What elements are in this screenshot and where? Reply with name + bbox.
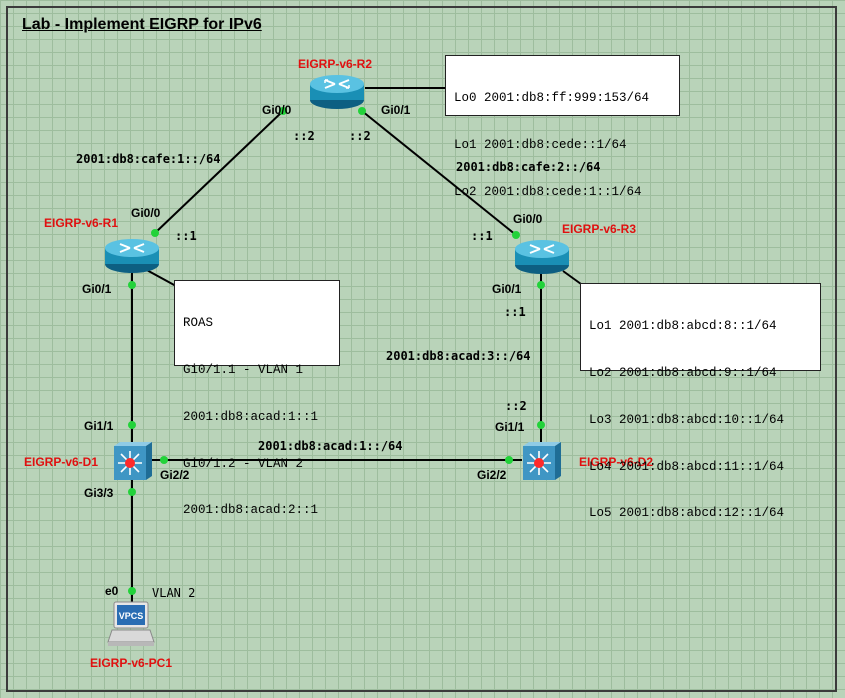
port-dot-r2-gi00[interactable] [279,107,287,115]
router-icon [105,239,159,273]
lab-title: Lab - Implement EIGRP for IPv6 [22,16,262,33]
port-label-d2-gi22: Gi2/2 [477,468,507,482]
port-label-r2-gi00: Gi0/0 [262,103,292,117]
port-label-r1-gi00: Gi0/0 [131,206,161,220]
note-line: Gi0/1.1 - VLAN 1 [183,362,304,377]
pc-icon-text: VPCS [119,611,144,621]
router-r3[interactable] [514,237,570,280]
port-dot-d1-gi22[interactable] [160,456,168,464]
port-label-r1-gi01: Gi0/1 [82,282,112,296]
note-r3-loopbacks: Lo1 2001:db8:abcd:8::1/64 Lo2 2001:db8:a… [580,283,821,520]
host-id-r2-gi01: ::2 [349,129,371,143]
note-r1-roas: ROAS Gi0/1.1 - VLAN 1 2001:db8:acad:1::1… [174,280,340,517]
link-r2-r3 [361,110,517,236]
note-r2-loopbacks: Lo0 2001:db8:ff:999:153/64 Lo1 2001:db8:… [445,55,680,199]
device-label-r2: EIGRP-v6-R2 [298,57,373,71]
network-label-r2-r3: 2001:db8:cafe:2::/64 [456,160,601,174]
note-line: Lo1 2001:db8:abcd:8::1/64 [589,319,777,334]
note-line: 2001:db8:acad:2::1 [183,503,319,518]
port-dot-r1-gi00[interactable] [151,229,159,237]
port-label-r3-gi00: Gi0/0 [513,212,543,226]
host-id-r2-gi00: ::2 [293,129,315,143]
network-label-r1-r2: 2001:db8:cafe:1::/64 [76,152,221,166]
port-label-pc1-e0: e0 [105,584,119,598]
port-label-d1-gi33: Gi3/3 [84,486,114,500]
router-icon [310,75,364,109]
port-dot-r3-gi01[interactable] [537,281,545,289]
link-r3-note [562,270,582,285]
device-label-d2: EIGRP-v6-D2 [579,455,654,469]
port-label-d2-gi11: Gi1/1 [495,420,525,434]
switch-d1[interactable] [110,440,154,487]
port-label-d1-gi11: Gi1/1 [84,419,114,433]
host-id-r3-gi00: ::1 [471,229,493,243]
switch-d2[interactable] [519,440,563,487]
note-line: Lo3 2001:db8:abcd:10::1/64 [589,412,785,427]
laptop-vpcs-icon: VPCS [107,601,155,646]
router-r2[interactable] [309,72,365,115]
link-r1-r2 [154,110,284,234]
device-label-r1: EIGRP-v6-R1 [44,216,119,230]
note-line: 2001:db8:acad:1::1 [183,409,319,424]
port-dot-d1-gi33[interactable] [128,488,136,496]
network-label-r3-d2: 2001:db8:acad:3::/64 [386,349,531,363]
canvas-frame [6,6,837,692]
router-icon [515,240,569,274]
port-dot-d2-gi22[interactable] [505,456,513,464]
port-dot-d1-gi11[interactable] [128,421,136,429]
port-dot-d2-gi11[interactable] [537,421,545,429]
note-line: Lo5 2001:db8:abcd:12::1/64 [589,506,785,521]
note-line: Gi0/1.2 - VLAN 2 [183,456,304,471]
device-label-r3: EIGRP-v6-R3 [562,222,637,236]
note-line: Lo2 2001:db8:cede:1::1/64 [454,184,642,199]
host-id-r1-gi00: ::1 [175,229,197,243]
multilayer-switch-icon [114,442,152,480]
note-line: Lo1 2001:db8:cede::1/64 [454,137,627,152]
vlan-label: VLAN 2 [152,586,196,600]
port-dot-r1-gi01[interactable] [128,281,136,289]
host-id-d2-gi11: ::2 [505,399,527,413]
device-label-d1: EIGRP-v6-D1 [24,455,99,469]
router-r1[interactable] [104,236,160,279]
host-id-r3-gi01: ::1 [504,305,526,319]
port-dot-r3-gi00[interactable] [512,231,520,239]
port-dot-pc1-e0[interactable] [128,587,136,595]
multilayer-switch-icon [523,442,561,480]
note-line: Lo2 2001:db8:abcd:9::1/64 [589,365,777,380]
note-line: Lo4 2001:db8:abcd:11::1/64 [589,459,785,474]
port-label-d1-gi22: Gi2/2 [160,468,190,482]
port-label-r2-gi01: Gi0/1 [381,103,411,117]
port-label-r3-gi01: Gi0/1 [492,282,522,296]
network-label-d1-d2: 2001:db8:acad:1::/64 [258,439,403,453]
note-line: ROAS [183,316,214,331]
note-line: Lo0 2001:db8:ff:999:153/64 [454,91,650,106]
pc1[interactable]: VPCS [106,600,158,657]
port-dot-r2-gi01[interactable] [358,107,366,115]
device-label-pc1: EIGRP-v6-PC1 [90,656,173,670]
